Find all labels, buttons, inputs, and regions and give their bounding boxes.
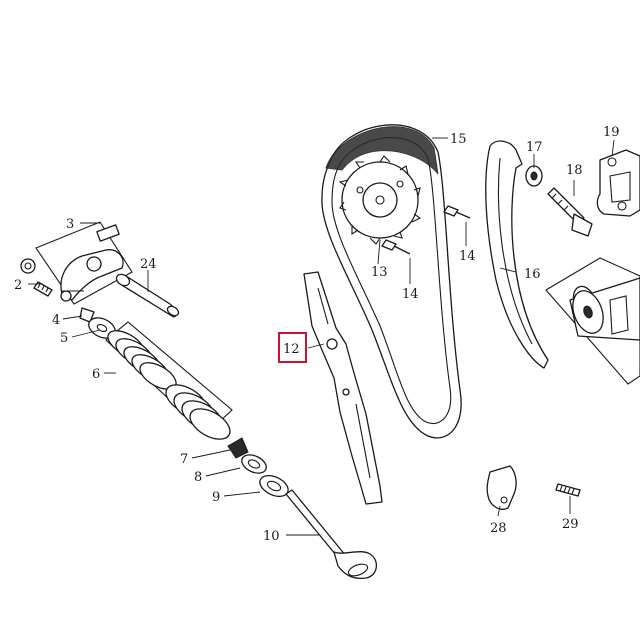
callout-12[interactable]: 12	[283, 342, 300, 357]
camshaft[interactable]	[567, 277, 640, 341]
callout-28[interactable]: 28	[490, 521, 507, 536]
valve-seal-ring[interactable]	[257, 472, 292, 501]
callout-29[interactable]: 29	[562, 517, 579, 532]
washer-17[interactable]	[525, 165, 543, 187]
adjuster-screw[interactable]	[33, 281, 53, 297]
callout-18[interactable]: 18	[566, 163, 583, 178]
rocker-arm-assembly[interactable]	[35, 221, 133, 305]
chain-tensioner-arm[interactable]	[303, 271, 383, 505]
callout-5[interactable]: 5	[60, 331, 68, 346]
valve-stem-seal[interactable]	[227, 437, 249, 459]
callout-2[interactable]: 2	[14, 278, 22, 293]
adjuster-nut[interactable]	[20, 258, 36, 274]
sprocket-bolt-a[interactable]	[443, 205, 471, 219]
stopper-plate-28[interactable]	[486, 465, 517, 510]
valve-springs[interactable]	[104, 321, 235, 445]
chain-guide[interactable]	[485, 140, 549, 369]
callout-19[interactable]: 19	[603, 125, 620, 140]
highlight-box-12	[278, 332, 307, 363]
callout-15[interactable]: 15	[450, 132, 467, 147]
callout-labels: 2 3 4 5 6 7 8 9 10 12 13 14 14 15 16 17 …	[14, 125, 620, 544]
callout-10[interactable]: 10	[263, 529, 280, 544]
callout-14a[interactable]: 14	[459, 249, 476, 264]
spring-seat[interactable]	[239, 451, 269, 476]
camshaft-box	[545, 257, 640, 385]
callout-13[interactable]: 13	[371, 265, 388, 280]
valve-10[interactable]	[285, 489, 377, 580]
callout-4[interactable]: 4	[52, 313, 60, 328]
bolt-18[interactable]	[547, 187, 593, 237]
callout-7[interactable]: 7	[180, 452, 188, 467]
sprocket-bolt-b[interactable]	[381, 239, 411, 255]
callout-3[interactable]: 3	[66, 217, 74, 232]
callout-17[interactable]: 17	[526, 140, 543, 155]
leader-lines	[28, 137, 615, 536]
rocker-shaft-24[interactable]	[114, 272, 180, 318]
cam-sprocket[interactable]	[338, 155, 422, 245]
callout-16[interactable]: 16	[524, 267, 541, 282]
callout-9[interactable]: 9	[212, 490, 220, 505]
pin-29[interactable]	[555, 483, 581, 497]
callout-24[interactable]: 24	[140, 257, 157, 272]
cover-plate-19[interactable]	[596, 149, 640, 217]
callout-6[interactable]: 6	[92, 367, 100, 382]
callout-8[interactable]: 8	[194, 470, 202, 485]
callout-14b[interactable]: 14	[402, 287, 419, 302]
